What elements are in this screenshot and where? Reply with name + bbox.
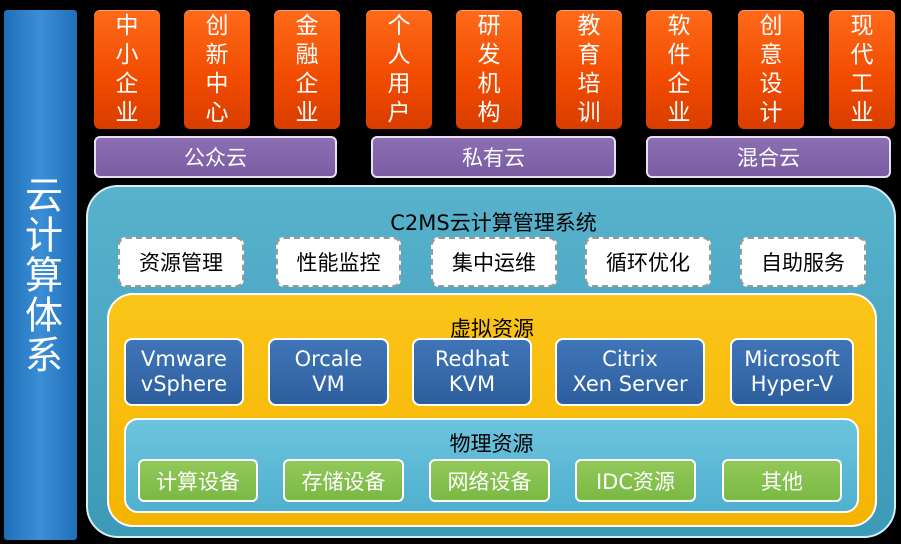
- sidebar-title: 云计算体系: [18, 175, 63, 375]
- module-resource-management: 资源管理: [118, 237, 244, 287]
- industry-box: 研发机构: [456, 10, 522, 129]
- vm-name: Orcale: [294, 347, 363, 371]
- industry-box: 现代工业: [829, 10, 895, 129]
- physical-resources-title: 物理资源: [449, 432, 534, 456]
- cloud-public: 公众云: [94, 136, 337, 178]
- industry-box: 金融企业: [274, 10, 340, 129]
- vm-product: Xen Server: [572, 372, 688, 396]
- module-cycle-optimization: 循环优化: [585, 237, 711, 287]
- industry-box: 个人用户: [366, 10, 432, 129]
- industry-label: 教育培训: [577, 12, 601, 126]
- device-compute: 计算设备: [138, 459, 258, 502]
- vm-product: Hyper-V: [750, 372, 834, 396]
- industry-box: 中小企业: [94, 10, 160, 129]
- module-performance-monitoring: 性能监控: [276, 237, 401, 287]
- c2ms-title: C2MS云计算管理系统: [390, 211, 597, 235]
- industry-label: 软件企业: [667, 12, 691, 126]
- industry-label: 金融企业: [295, 12, 319, 126]
- industry-box: 创新中心: [184, 10, 250, 129]
- device-other: 其他: [722, 459, 842, 502]
- cloud-private: 私有云: [371, 136, 616, 178]
- industry-box: 教育培训: [556, 10, 622, 129]
- industry-label: 创意设计: [759, 12, 783, 126]
- vm-name: Redhat: [434, 347, 510, 371]
- cloud-hybrid: 混合云: [646, 136, 891, 178]
- vm-product: vSphere: [140, 372, 228, 396]
- vm-product: VM: [312, 372, 345, 396]
- virtual-resources-title: 虚拟资源: [450, 317, 534, 341]
- device-idc: IDC资源: [575, 459, 696, 502]
- sidebar-panel: 云计算体系: [4, 10, 77, 540]
- module-self-service: 自助服务: [740, 237, 866, 287]
- industry-box: 软件企业: [646, 10, 712, 129]
- industry-box: 创意设计: [738, 10, 804, 129]
- industry-label: 个人用户: [387, 12, 411, 126]
- industry-label: 研发机构: [477, 12, 501, 126]
- device-network: 网络设备: [429, 459, 550, 502]
- vm-product: KVM: [448, 372, 496, 396]
- industry-label: 中小企业: [115, 12, 139, 126]
- industry-label: 现代工业: [850, 12, 874, 126]
- device-storage: 存储设备: [283, 459, 404, 502]
- vm-name: Vmware: [141, 347, 227, 371]
- module-centralized-ops: 集中运维: [431, 237, 557, 287]
- industry-label: 创新中心: [205, 12, 229, 126]
- vm-name: Citrix: [602, 347, 658, 371]
- vm-name: Microsoft: [744, 347, 840, 371]
